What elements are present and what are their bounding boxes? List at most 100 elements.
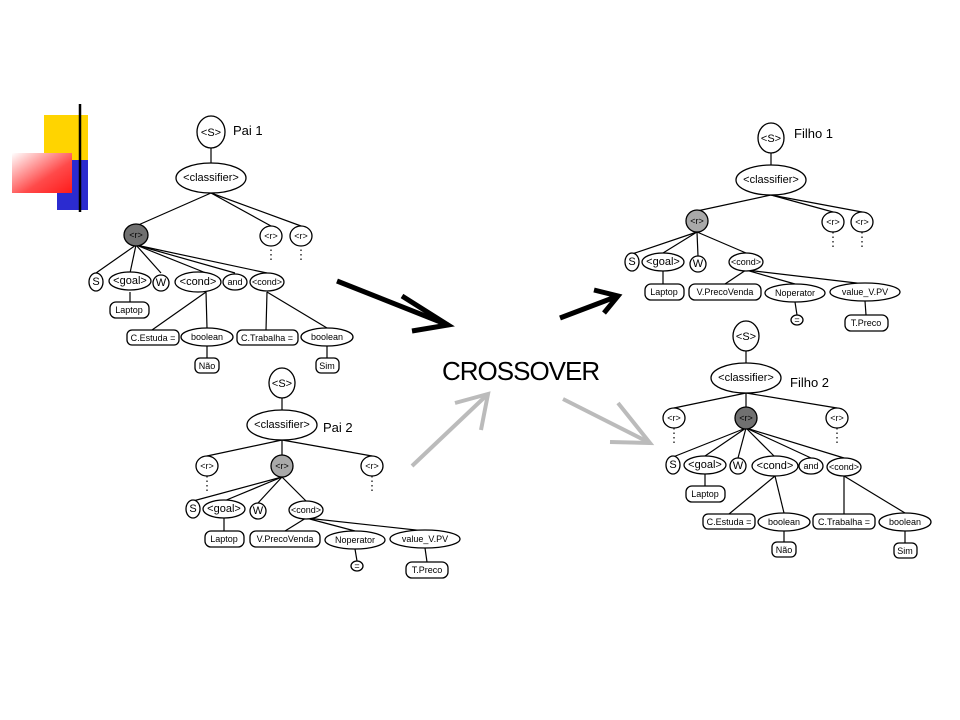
filho2-S-node: [665, 455, 681, 475]
filho1-value-node: [829, 282, 901, 302]
pai1-nao-node: [194, 357, 220, 374]
filho1-W-node: [689, 255, 707, 273]
pai2-r1-label: <r>: [200, 461, 214, 471]
filho2-nao-label: Não: [776, 545, 793, 555]
pai1-laptop-label: Laptop: [115, 305, 143, 315]
pai1-boolean1-node: [180, 327, 234, 347]
filho2-r3-node: [825, 407, 849, 429]
filho1-eq-node: [790, 314, 804, 326]
pai1-cond-label: <cond>: [180, 276, 217, 288]
pai1-sim-node: [315, 357, 340, 374]
filho2-laptop-label: Laptop: [691, 489, 719, 499]
filho1-r2-label: <r>: [826, 217, 840, 227]
pai2-r3-node: [360, 455, 384, 477]
filho1-goal-label: <goal>: [646, 256, 680, 268]
pai2-title: Pai 2: [323, 420, 353, 435]
filho2-sim-node: [893, 542, 918, 559]
filho2-cond-label: <cond>: [757, 460, 794, 472]
filho1-laptop-label: Laptop: [650, 287, 678, 297]
filho2-trabalha-label: C.Trabalha =: [818, 517, 870, 527]
filho1-S-node: [624, 252, 640, 272]
filho2-r-main-node: [734, 406, 758, 430]
filho2-trabalha-node: [812, 513, 876, 530]
pai2-noperator-node: [324, 530, 386, 550]
pai1-cond2-node: [249, 272, 285, 292]
tree-pai2: <S> <classifier> Pai 2 <r> <r> <r> S <go…: [185, 367, 461, 579]
filho1-noperator-node: [764, 283, 826, 303]
pai1-W-node: [152, 274, 170, 292]
pai1-estuda-label: C.Estuda =: [131, 333, 176, 343]
filho1-classifier-label: <classifier>: [743, 174, 799, 186]
filho2-and-node: [798, 457, 824, 475]
filho1-tpreco-node: [844, 314, 889, 332]
black-arrow-left: [336, 278, 455, 334]
pai1-estuda-node: [126, 329, 180, 346]
filho2-W-label: W: [733, 460, 744, 472]
corner-decoration: [12, 104, 88, 212]
filho2-and-label: and: [803, 461, 818, 471]
crossover-label: CROSSOVER: [442, 356, 599, 386]
pai1-s-label: <S>: [201, 127, 221, 139]
pai1-boolean1-label: boolean: [191, 332, 223, 342]
filho2-boolean2-node: [878, 512, 932, 532]
filho2-estuda-label: C.Estuda =: [707, 517, 752, 527]
pai2-laptop-node: [204, 530, 245, 548]
tree-filho2: <S> <classifier> Filho 2 <r> <r> <r> S <…: [662, 320, 932, 559]
pai1-boolean2-node: [300, 327, 354, 347]
pai2-preco-label: V.PrecoVenda: [257, 534, 314, 544]
pai1-sim-label: Sim: [319, 361, 335, 371]
filho1-r3-node: [850, 211, 874, 233]
pai1-and-label: and: [227, 277, 242, 287]
pai1-s-node: [196, 115, 226, 149]
pai1-classifier-label: <classifier>: [183, 172, 239, 184]
pai2-cond-label: <cond>: [291, 505, 321, 515]
filho2-goal-label: <goal>: [688, 459, 722, 471]
pai1-boolean2-label: boolean: [311, 332, 343, 342]
filho1-cond-node: [728, 252, 764, 272]
filho1-preco-label: V.PrecoVenda: [697, 287, 754, 297]
pai2-r1-node: [195, 455, 219, 477]
filho2-r1-label: <r>: [667, 413, 681, 423]
filho1-W-label: W: [693, 258, 704, 270]
filho2-cond2-label: <cond>: [829, 462, 859, 472]
pai2-tpreco-label: T.Preco: [412, 565, 443, 575]
pai2-r-main-node: [270, 454, 294, 478]
filho1-r-main-label: <r>: [690, 216, 704, 226]
filho1-S-label: S: [628, 256, 635, 268]
grey-arrow-left: [410, 391, 491, 468]
filho2-goal-node: [683, 455, 727, 475]
pai2-preco-node: [249, 530, 321, 548]
pai2-r3-label: <r>: [365, 461, 379, 471]
filho1-s-label: <S>: [761, 133, 781, 145]
filho2-sim-label: Sim: [897, 546, 913, 556]
filho2-boolean1-node: [757, 512, 811, 532]
pai1-laptop-node: [109, 301, 150, 319]
grey-arrow-right: [562, 397, 655, 446]
filho2-nao-node: [771, 541, 797, 558]
pai1-trabalha-label: C.Trabalha =: [241, 333, 293, 343]
pai2-s-node: [268, 367, 296, 399]
pai1-r-main-node: [123, 223, 149, 247]
deco-red-gradient-square: [12, 153, 72, 193]
pai2-classifier-node: [246, 409, 318, 441]
filho2-s-node: [732, 320, 760, 352]
pai1-cond-node: [174, 271, 222, 293]
filho1-eq-label: =: [794, 315, 799, 325]
filho2-boolean2-label: boolean: [889, 517, 921, 527]
filho2-s-label: <S>: [736, 331, 756, 343]
filho2-estuda-node: [702, 513, 756, 530]
pai1-r2-node: [259, 225, 283, 247]
filho1-title: Filho 1: [794, 126, 833, 141]
filho1-r-main-node: [685, 209, 709, 233]
pai2-W-label: W: [253, 505, 264, 517]
filho1-r2-node: [821, 211, 845, 233]
filho2-classifier-node: [710, 362, 782, 394]
filho2-cond-node: [751, 455, 799, 477]
black-arrow-right: [559, 287, 623, 321]
filho1-tpreco-label: T.Preco: [851, 318, 882, 328]
filho1-s-node: [757, 122, 785, 154]
filho1-cond-label: <cond>: [731, 257, 761, 267]
filho1-r3-label: <r>: [855, 217, 869, 227]
pai1-goal-node: [108, 271, 152, 291]
pai2-s-label: <S>: [272, 378, 292, 390]
